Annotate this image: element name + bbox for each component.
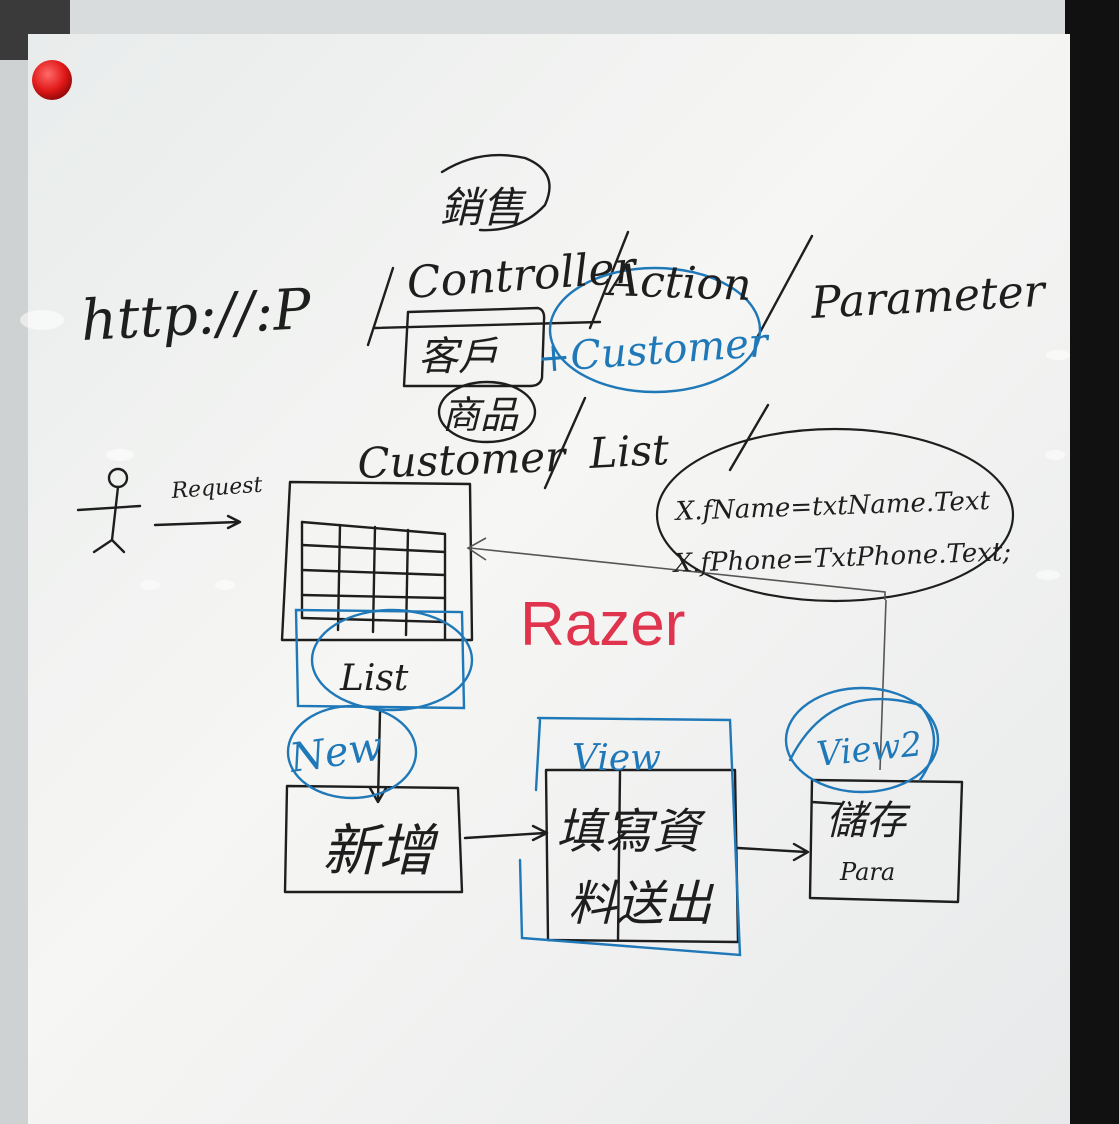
board-frame-right bbox=[1065, 0, 1119, 1124]
arrow-to-save bbox=[736, 842, 810, 862]
action-text: Action bbox=[604, 255, 753, 311]
form-inner-box bbox=[544, 768, 740, 944]
slash-3 bbox=[756, 234, 814, 338]
list-text: List bbox=[339, 658, 409, 699]
new-ellipse bbox=[286, 704, 418, 800]
view2-ellipse bbox=[784, 686, 940, 794]
view-form-outline bbox=[518, 716, 742, 957]
slash-2 bbox=[588, 230, 630, 330]
save-box-text: 儲存 bbox=[826, 798, 911, 844]
red-magnet bbox=[32, 60, 72, 100]
code-ellipse bbox=[655, 427, 1015, 603]
board-frame-left bbox=[0, 60, 30, 1124]
slash-1 bbox=[366, 266, 395, 347]
controller-underline bbox=[373, 320, 602, 330]
form-text-line2: 料送出 bbox=[568, 876, 715, 932]
sales-cn-text: 銷售 bbox=[440, 183, 527, 232]
save-box bbox=[808, 778, 964, 904]
route-action-text: List bbox=[587, 425, 670, 478]
list-page-box bbox=[280, 480, 474, 642]
customer-cn-text: 客戶 bbox=[418, 334, 499, 380]
list-grid bbox=[300, 520, 447, 642]
view-text: View bbox=[572, 738, 661, 779]
user-stick-figure bbox=[76, 467, 142, 554]
customer-box bbox=[402, 306, 546, 388]
form-text-line1: 填寫資 bbox=[556, 804, 706, 860]
razer-text: Razer bbox=[520, 590, 685, 659]
whiteboard-surface bbox=[28, 34, 1070, 1124]
route-controller-text: Customer bbox=[357, 432, 569, 488]
request-arrow bbox=[153, 514, 242, 530]
feedback-line bbox=[469, 547, 886, 600]
wall-top bbox=[70, 0, 1070, 40]
protocol-text: http://:P bbox=[79, 277, 313, 354]
action-ellipse bbox=[548, 266, 762, 394]
parameter-text: Parameter bbox=[809, 266, 1049, 329]
add-box bbox=[283, 784, 464, 894]
save-box-subtext: Para bbox=[839, 858, 895, 886]
route-slash-2 bbox=[728, 403, 770, 472]
route-slash-1 bbox=[543, 396, 587, 490]
add-box-text: 新增 bbox=[322, 819, 439, 884]
product-cn-text: 商品 bbox=[442, 393, 519, 437]
